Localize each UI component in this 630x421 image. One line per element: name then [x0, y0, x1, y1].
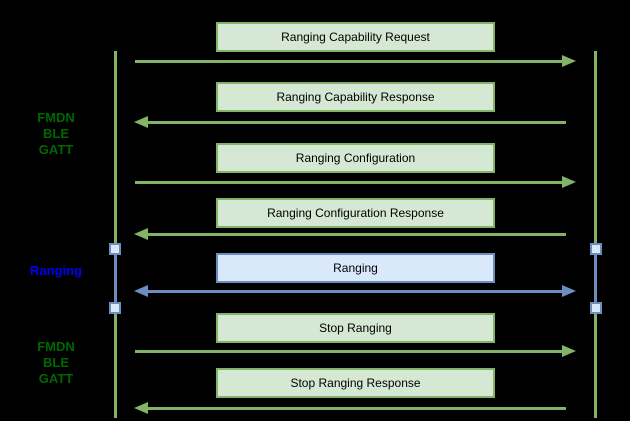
arrowhead-right-icon	[562, 345, 576, 357]
activation-box-right-top	[590, 243, 602, 255]
lifeline-left	[114, 51, 117, 418]
phase-label-line: FMDN	[37, 110, 75, 125]
activation-box-left-bottom	[109, 302, 121, 314]
arrow-line	[135, 350, 564, 353]
arrow-ranging-configuration-response	[134, 228, 566, 241]
message-box-ranging-configuration-response: Ranging Configuration Response	[216, 198, 495, 228]
arrowhead-left-icon	[134, 116, 148, 128]
phase-label-fmdn-gatt-top: FMDN BLE GATT	[14, 110, 98, 158]
arrowhead-left-icon	[134, 285, 148, 297]
phase-label-line: BLE	[43, 355, 69, 370]
arrow-stop-ranging-response	[134, 402, 566, 415]
message-box-ranging-capability-request: Ranging Capability Request	[216, 22, 495, 52]
message-box-ranging: Ranging	[216, 253, 495, 283]
phase-label-line: FMDN	[37, 339, 75, 354]
message-box-stop-ranging: Stop Ranging	[216, 313, 495, 343]
arrow-line	[146, 290, 564, 293]
phase-label-line: GATT	[38, 371, 74, 386]
message-box-stop-ranging-response: Stop Ranging Response	[216, 368, 495, 398]
arrowhead-right-icon	[562, 285, 576, 297]
activation-box-right-bottom	[590, 302, 602, 314]
arrow-line	[135, 181, 564, 184]
arrow-line	[146, 233, 566, 236]
arrow-ranging-capability-request	[135, 55, 576, 68]
activation-box-left-top	[109, 243, 121, 255]
message-box-ranging-configuration: Ranging Configuration	[216, 143, 495, 173]
arrow-line	[135, 60, 564, 63]
arrowhead-left-icon	[134, 402, 148, 414]
arrow-ranging-capability-response	[134, 116, 566, 129]
lifeline-left-ranging-segment	[114, 250, 117, 308]
lifeline-right	[594, 51, 597, 418]
phase-label-line: BLE	[43, 126, 69, 141]
arrow-line	[146, 407, 566, 410]
lifeline-right-ranging-segment	[594, 250, 597, 308]
arrow-ranging-bidirectional	[134, 285, 576, 298]
arrow-ranging-configuration	[135, 176, 576, 189]
arrowhead-right-icon	[562, 176, 576, 188]
arrowhead-left-icon	[134, 228, 148, 240]
arrow-line	[146, 121, 566, 124]
phase-label-ranging: Ranging	[14, 263, 98, 279]
message-box-ranging-capability-response: Ranging Capability Response	[216, 82, 495, 112]
arrowhead-right-icon	[562, 55, 576, 67]
phase-label-line: GATT	[38, 142, 74, 157]
arrow-stop-ranging	[135, 345, 576, 358]
phase-label-fmdn-gatt-bottom: FMDN BLE GATT	[14, 339, 98, 387]
phase-label-line: Ranging	[30, 263, 82, 278]
